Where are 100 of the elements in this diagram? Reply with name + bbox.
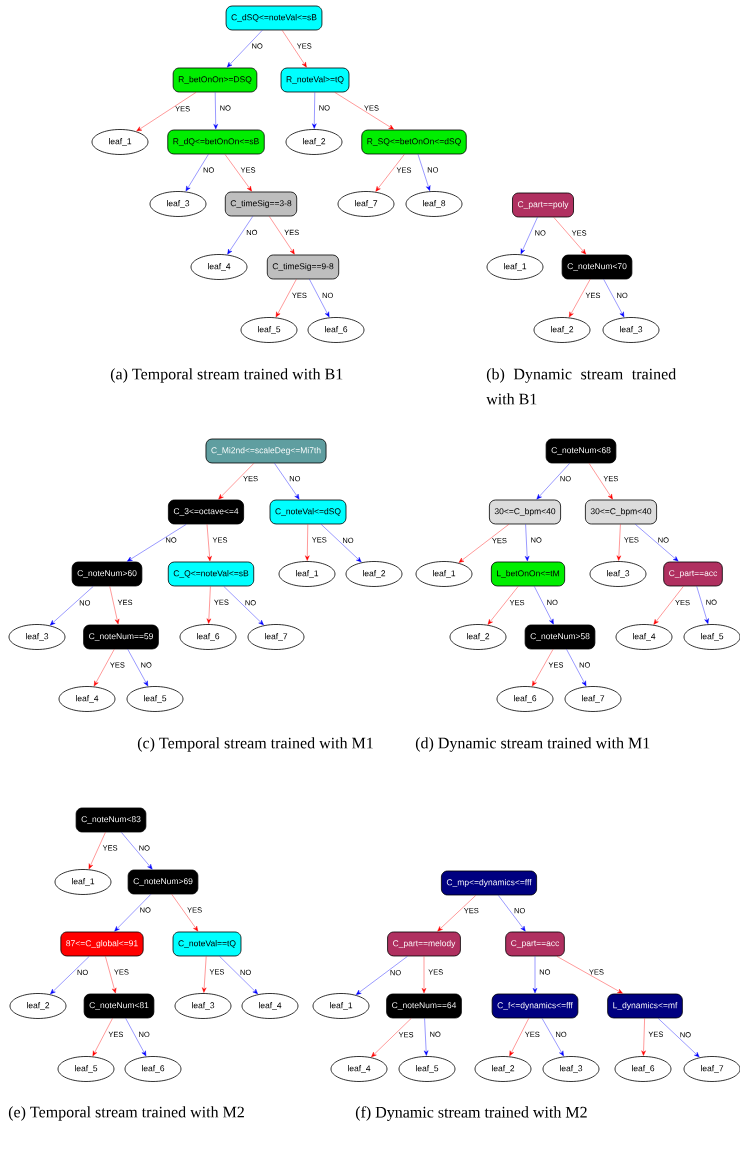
decision-box: C_part==acc [505, 931, 565, 957]
arrow [371, 1018, 412, 1058]
decision-box: C_mp<=dynamics<=fff [441, 870, 537, 896]
arrow [171, 894, 199, 932]
decision-box: C_dSQ<=noteVal<=sB [225, 5, 323, 31]
decision-box: 87<=C_global<=91 [60, 931, 144, 957]
arrow [487, 586, 519, 625]
arrow [269, 216, 295, 255]
decision-box: R_dQ<=betOnOn<=sB [167, 129, 265, 155]
caption: (b) Dynamic stream trained with B1 [486, 368, 677, 405]
arrow [50, 956, 90, 995]
arrow [206, 524, 212, 562]
arrow [458, 524, 509, 563]
decision-box: C_part==poly [512, 192, 574, 218]
decision-box: L_dynamics<=mf [607, 993, 683, 1019]
decision-box: C_timeSig==3-8 [224, 191, 298, 217]
arrow [201, 956, 207, 993]
caption: (a) Temporal stream trained with B1 [110, 368, 343, 383]
arrow [696, 586, 709, 624]
decision-box: C_part==melody [387, 931, 461, 957]
arrow [274, 463, 300, 500]
arrow [114, 894, 151, 932]
arrow [417, 154, 431, 191]
arrow [185, 154, 209, 192]
arrow [616, 524, 622, 561]
arrow [553, 217, 587, 255]
arrow [520, 217, 538, 255]
arrow [588, 463, 613, 500]
decision-box: C_noteNum<81 [83, 993, 155, 1019]
decision-box: C_Mi2nd<=scaleDeg<=Mi7th [205, 438, 327, 464]
decision-box: C_noteNum>69 [127, 869, 199, 895]
caption: (c) Temporal stream trained with M1 [137, 737, 373, 752]
decision-box: C_noteVal<=dSQ [269, 499, 347, 525]
arrow [125, 1018, 147, 1057]
arrow [213, 92, 218, 130]
decision-box: C_noteVal==tQ [172, 931, 242, 957]
arrow [305, 524, 310, 561]
arrow [532, 956, 538, 994]
arrow [121, 832, 153, 870]
arrow [437, 895, 476, 932]
caption: (f) Dynamic stream trained with M2 [355, 1106, 587, 1121]
arrow [423, 1018, 429, 1056]
decision-box: C_Q<=noteVal<=sB [167, 561, 255, 587]
arrow [355, 956, 408, 995]
arrow [658, 1018, 700, 1058]
arrow [556, 956, 623, 994]
arrow [127, 649, 149, 687]
decision-box: 30<=C_bpm<40 [585, 499, 657, 525]
arrow [569, 279, 591, 318]
arrow [109, 586, 120, 625]
arrow [309, 279, 330, 318]
decision-box: C_3<=octave<=4 [168, 499, 244, 525]
arrow [219, 956, 258, 995]
arrow [653, 586, 684, 625]
arrow [541, 1018, 564, 1057]
decision-box: C_noteNum<83 [75, 807, 147, 833]
decision-box: C_timeSig==9-8 [266, 254, 340, 280]
decision-box: C_noteNum==64 [386, 993, 462, 1019]
arrow [534, 586, 554, 625]
arrow [282, 30, 307, 68]
arrow [375, 154, 405, 192]
arrow [635, 524, 679, 562]
arrow [223, 586, 264, 626]
decision-box: C_f<=dynamics<=fff [491, 993, 579, 1019]
arrow [93, 649, 115, 687]
arrow [275, 279, 297, 318]
arrow [321, 524, 362, 563]
arrow [536, 463, 570, 500]
decision-box: R_noteVal>=tQ [280, 67, 350, 93]
caption: (d) Dynamic stream trained with M1 [415, 737, 650, 752]
arrow [206, 586, 212, 624]
arrow [224, 154, 252, 192]
arrow [226, 30, 263, 68]
arrow [641, 1018, 646, 1056]
decision-box: C_noteNum>60 [71, 561, 143, 587]
arrow [105, 956, 117, 994]
arrow [50, 586, 94, 626]
decision-box: R_betOnOn>=DSQ [172, 67, 258, 93]
arrow [88, 832, 106, 870]
arrow [509, 1018, 529, 1057]
decision-box: C_part==acc [663, 561, 723, 587]
arrow [312, 92, 317, 129]
caption: (e) Temporal stream trained with M2 [8, 1106, 244, 1121]
arrow [421, 956, 427, 994]
arrow [498, 895, 526, 932]
decision-box: C_noteNum<70 [561, 254, 633, 280]
decision-box: L_betOnOn<=tM [490, 561, 566, 587]
arrow [218, 463, 254, 500]
arrow [227, 216, 253, 255]
arrow [532, 649, 554, 687]
decision-box: R_SQ<=betOnOn<=dSQ [361, 129, 467, 155]
decision-box: C_noteNum==59 [83, 624, 159, 650]
arrow [334, 92, 394, 130]
decision-box: C_noteNum>58 [524, 624, 596, 650]
arrow [566, 649, 587, 687]
decision-box: C_noteNum<68 [545, 438, 617, 464]
arrow [136, 92, 197, 132]
arrow [92, 1018, 113, 1057]
arrow [127, 524, 187, 562]
arrow [524, 524, 530, 562]
